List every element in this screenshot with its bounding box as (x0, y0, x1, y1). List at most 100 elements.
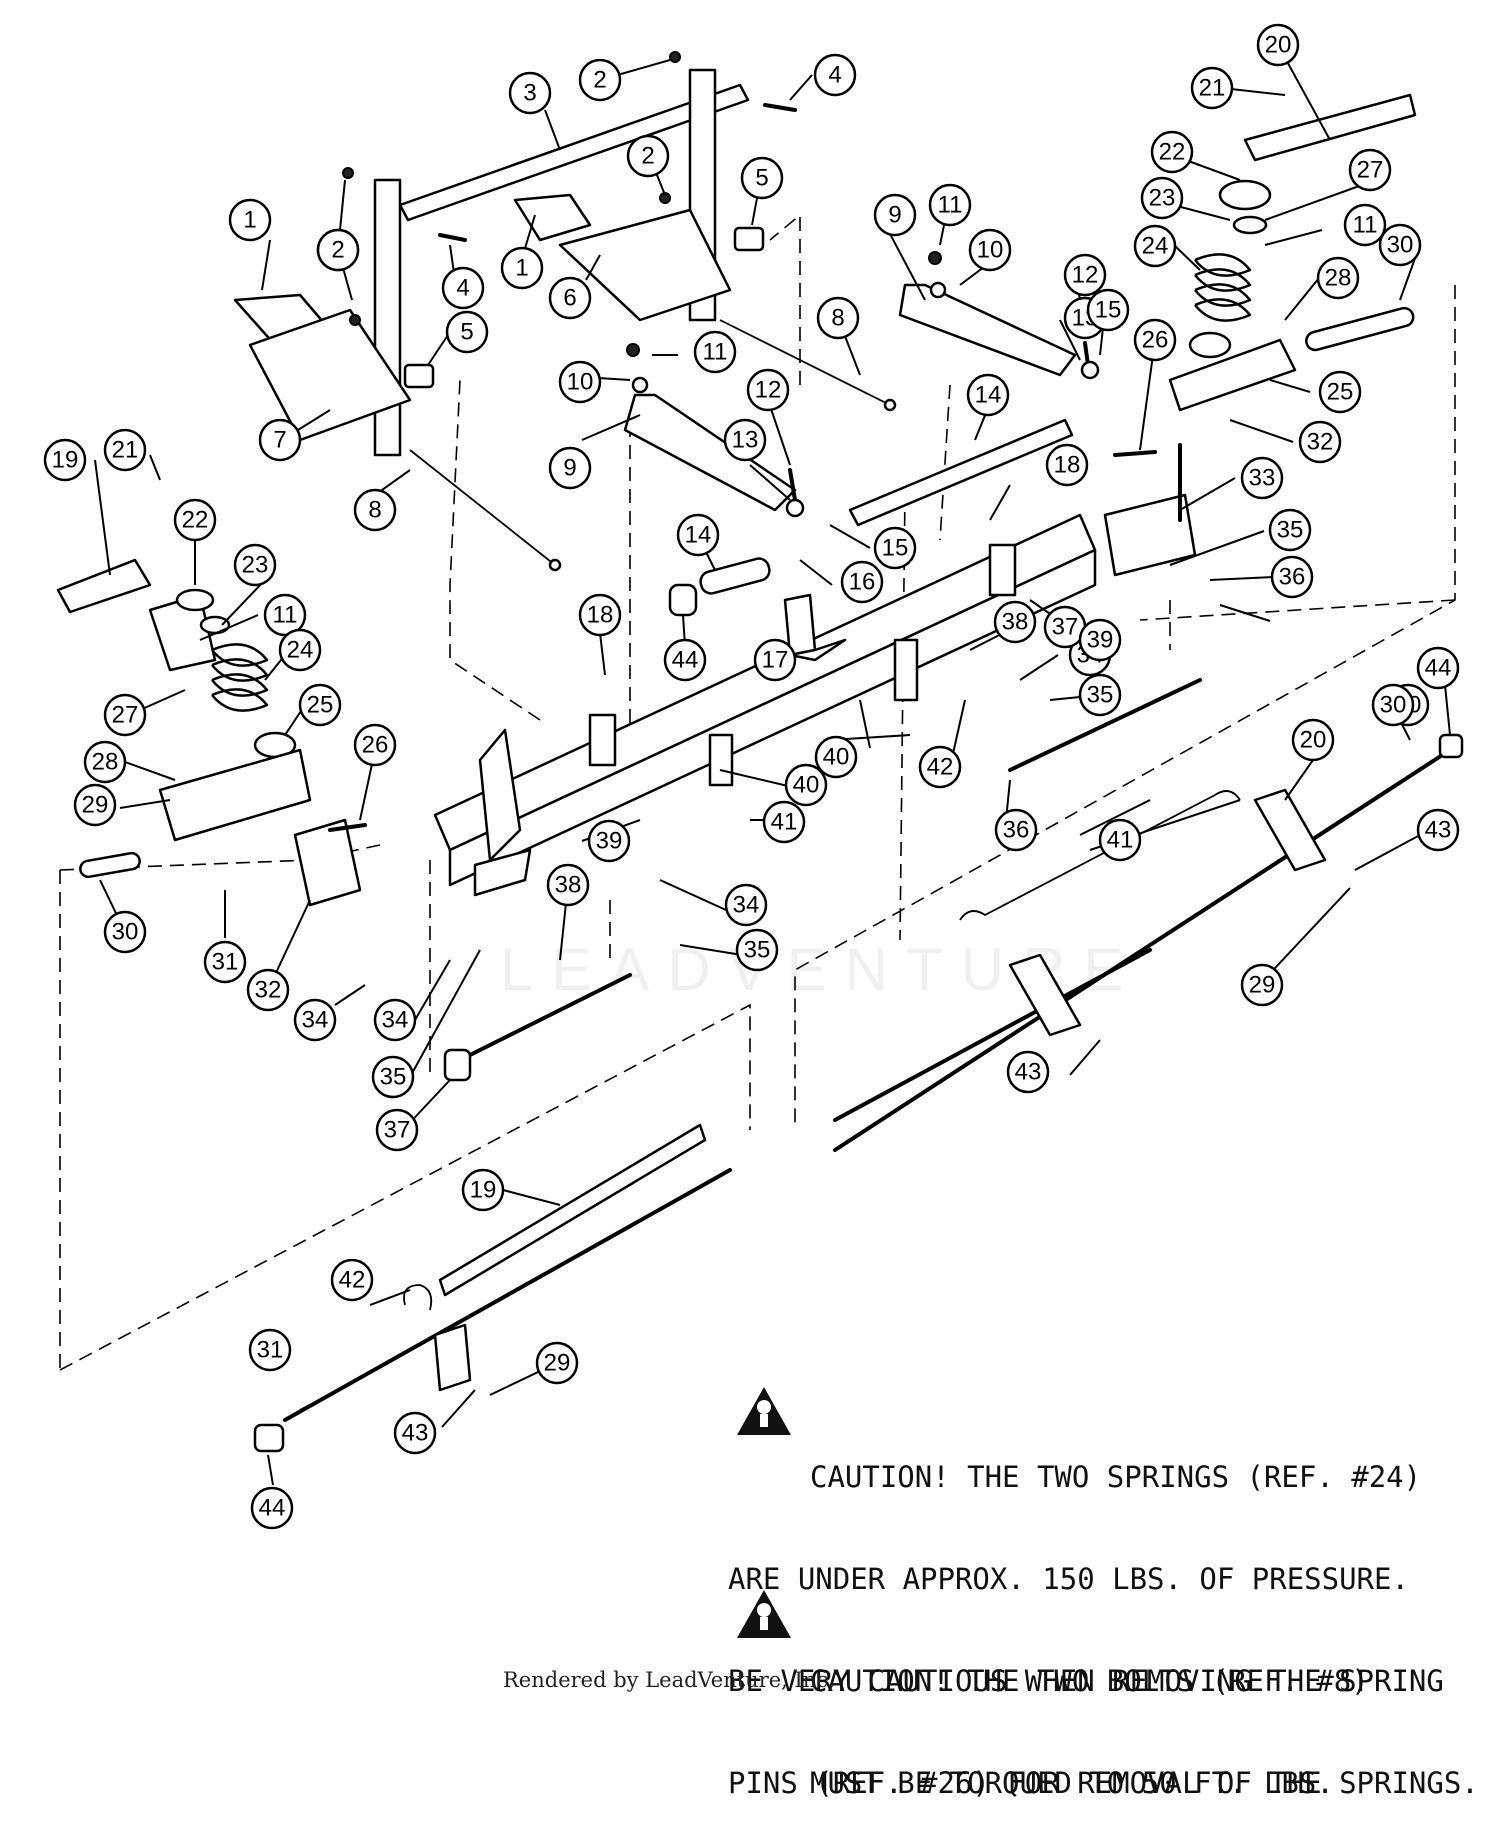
callout-circle (548, 276, 592, 320)
callout-number: 31 (257, 1337, 284, 1364)
callout-number: 36 (1003, 817, 1030, 844)
callout-44: 44 (250, 1486, 294, 1530)
callout-number: 41 (1107, 827, 1134, 854)
callout-number: 10 (977, 237, 1004, 264)
callout-number: 21 (1199, 75, 1226, 102)
callout-number: 8 (368, 497, 381, 524)
callout-circle (1298, 420, 1342, 464)
callout-34: 34 (724, 883, 768, 927)
callout-number: 29 (82, 792, 109, 819)
callout-43: 43 (1006, 1050, 1050, 1094)
callout-number: 33 (1249, 465, 1276, 492)
callout-number: 36 (1279, 564, 1306, 591)
callout-38: 38 (546, 863, 590, 907)
callout-circle (993, 600, 1037, 644)
callout-circle (1133, 224, 1177, 268)
upper-frame-assembly (233, 51, 897, 572)
callout-36: 36 (994, 808, 1038, 852)
callout-18: 18 (578, 593, 622, 637)
callout-circle (1343, 203, 1387, 247)
callout-circle (1270, 555, 1314, 599)
callout-circle (233, 543, 277, 587)
callout-circle (1098, 818, 1142, 862)
callout-number: 39 (596, 828, 623, 855)
callout-circle (723, 418, 767, 462)
callout-10: 10 (968, 228, 1012, 272)
callout-10: 10 (558, 360, 602, 404)
callout-number: 34 (302, 1007, 329, 1034)
callout-33: 33 (1240, 456, 1284, 500)
callout-number: 2 (641, 143, 654, 170)
callout-circle (293, 998, 337, 1042)
callout-7: 7 (258, 418, 302, 462)
callout-34: 34 (293, 998, 337, 1042)
callout-number: 26 (362, 732, 389, 759)
callout-14: 14 (676, 513, 720, 557)
callout-number: 29 (544, 1350, 571, 1377)
callout-number: 30 (112, 919, 139, 946)
callout-circle (173, 498, 217, 542)
callout-40: 40 (814, 735, 858, 779)
callout-circle (693, 330, 737, 374)
callout-circle (968, 228, 1012, 272)
callout-circle (316, 228, 360, 272)
callout-circle (587, 819, 631, 863)
callout-number: 21 (112, 437, 139, 464)
callout-35: 35 (1268, 508, 1312, 552)
callout-number: 20 (1265, 32, 1292, 59)
callout-number: 23 (242, 552, 269, 579)
callout-circle (546, 863, 590, 907)
callout-28: 28 (83, 740, 127, 784)
callout-35: 35 (371, 1055, 415, 1099)
callout-number: 5 (755, 165, 768, 192)
callout-27: 27 (103, 693, 147, 737)
callout-number: 40 (793, 772, 820, 799)
callout-circle (548, 446, 592, 490)
callout-circle (298, 683, 342, 727)
callout-number: 15 (1095, 297, 1122, 324)
caution-triangle-icon (737, 1387, 791, 1435)
callout-44: 44 (1416, 646, 1460, 690)
callout-38: 38 (993, 600, 1037, 644)
callout-number: 25 (1327, 379, 1354, 406)
callout-number: 20 (1300, 727, 1327, 754)
callout-number: 13 (732, 427, 759, 454)
callout-15: 15 (873, 526, 917, 570)
callout-number: 9 (563, 455, 576, 482)
callout-29: 29 (73, 783, 117, 827)
callout-number: 11 (938, 192, 963, 219)
callout-circle (1416, 646, 1460, 690)
callout-number: 34 (733, 892, 760, 919)
callout-circle (1256, 23, 1300, 67)
callout-circle (1240, 456, 1284, 500)
callout-circle (1133, 318, 1177, 362)
callout-number: 2 (593, 67, 606, 94)
callout-number: 44 (259, 1495, 286, 1522)
callout-20: 20 (1256, 23, 1300, 67)
callout-37: 37 (375, 1108, 419, 1152)
callout-number: 37 (1052, 614, 1079, 641)
callout-3: 3 (508, 71, 552, 115)
callout-17: 17 (753, 638, 797, 682)
callout-circle (103, 910, 147, 954)
callout-number: 40 (823, 744, 850, 771)
callout-25: 25 (298, 683, 342, 727)
callout-circle (278, 628, 322, 672)
callout-5: 5 (740, 156, 784, 200)
callout-circle (203, 940, 247, 984)
callout-number: 4 (828, 62, 841, 89)
callout-30: 30 (103, 910, 147, 954)
callout-26: 26 (353, 723, 397, 767)
callout-41: 41 (762, 800, 806, 844)
callout-8: 8 (353, 488, 397, 532)
callout-42: 42 (918, 745, 962, 789)
callout-16: 16 (840, 560, 884, 604)
callout-number: 15 (882, 535, 909, 562)
callout-21: 21 (1190, 66, 1234, 110)
callout-number: 1 (515, 255, 528, 282)
angle-braces (623, 251, 1100, 518)
callout-circle (578, 58, 622, 102)
callout-number: 14 (685, 522, 712, 549)
callout-11: 11 (1343, 203, 1387, 247)
callout-26: 26 (1133, 318, 1177, 362)
